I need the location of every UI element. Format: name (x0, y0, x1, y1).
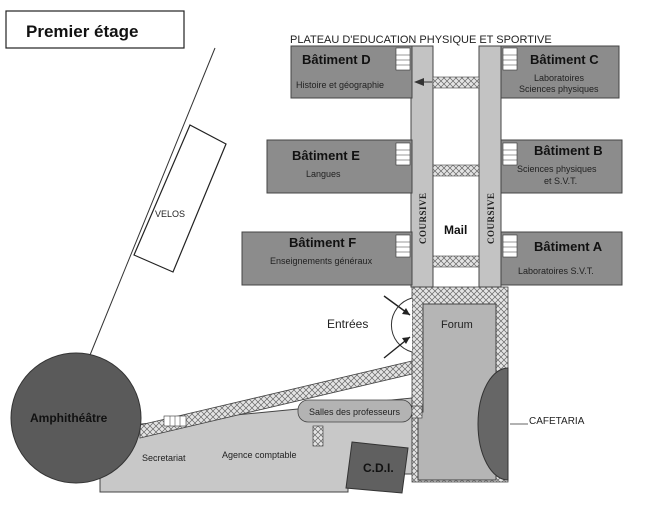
building-e-sub: Langues (306, 169, 341, 179)
bike-path-line (87, 47, 216, 361)
stairs-f (395, 234, 411, 258)
mail-crossing-bottom (432, 255, 480, 268)
building-a: Bâtiment A Laboratoires S.V.T. (500, 231, 623, 286)
amphitheatre-label: Amphithéâtre (30, 411, 108, 425)
building-c-sub2: Sciences physiques (519, 84, 599, 94)
forum-label: Forum (441, 319, 473, 331)
mail-crossing-mid (432, 164, 480, 177)
building-b-sub2: et S.V.T. (544, 176, 577, 186)
coursive-right (478, 45, 502, 288)
building-c-name: Bâtiment C (530, 52, 599, 67)
cdi-label: C.D.I. (363, 461, 394, 475)
bike-shed: VELOS (133, 124, 227, 273)
stairs-a (502, 234, 518, 258)
entrance: Entrées (327, 295, 413, 359)
building-a-sub: Laboratoires S.V.T. (518, 266, 594, 276)
building-b: Bâtiment B Sciences physiques et S.V.T. (500, 139, 623, 194)
building-e-name: Bâtiment E (292, 148, 360, 163)
building-b-sub1: Sciences physiques (517, 164, 597, 174)
building-b-name: Bâtiment B (534, 143, 603, 158)
mail-label: Mail (444, 223, 467, 237)
stairs-lower-left (163, 415, 187, 427)
stairs-d (395, 47, 411, 71)
building-c-sub1: Laboratoires (534, 73, 585, 83)
amphitheatre: Amphithéâtre (10, 352, 142, 484)
stairs-b (502, 142, 518, 166)
coursive-left-label: COURSIVE (418, 192, 428, 244)
building-f-sub: Enseignements généraux (270, 256, 373, 266)
mail-crossing-top (432, 76, 480, 89)
secretariat-label: Secretariat (142, 453, 186, 463)
building-a-name: Bâtiment A (534, 239, 603, 254)
cafeteria (477, 367, 509, 481)
building-d-sub: Histoire et géographie (296, 80, 384, 90)
stairs-e (395, 142, 411, 166)
forum (417, 303, 497, 481)
teachers-room: Salles des professeurs (297, 399, 413, 423)
floor-title: Premier étage (26, 22, 138, 41)
plateau-label: PLATEAU D'EDUCATION PHYSIQUE ET SPORTIVE (290, 34, 552, 46)
building-f: Bâtiment F Enseignements généraux (241, 231, 413, 286)
coursive-right-label: COURSIVE (486, 192, 496, 244)
bike-shed-label: VELOS (155, 209, 185, 219)
cdi: C.D.I. (345, 441, 409, 494)
building-c: Bâtiment C Laboratoires Sciences physiqu… (500, 45, 620, 99)
cafeteria-label: CAFETARIA (529, 416, 585, 427)
entrances-label: Entrées (327, 317, 368, 331)
building-e: Bâtiment E Langues (266, 139, 413, 194)
teachers-room-label: Salles des professeurs (309, 407, 401, 417)
accounting-label: Agence comptable (222, 450, 297, 460)
building-d-name: Bâtiment D (302, 52, 371, 67)
building-d: Bâtiment D Histoire et géographie (290, 45, 413, 99)
stairs-c (502, 47, 518, 71)
building-f-name: Bâtiment F (289, 235, 356, 250)
floor-title-box: Premier étage (5, 10, 185, 49)
